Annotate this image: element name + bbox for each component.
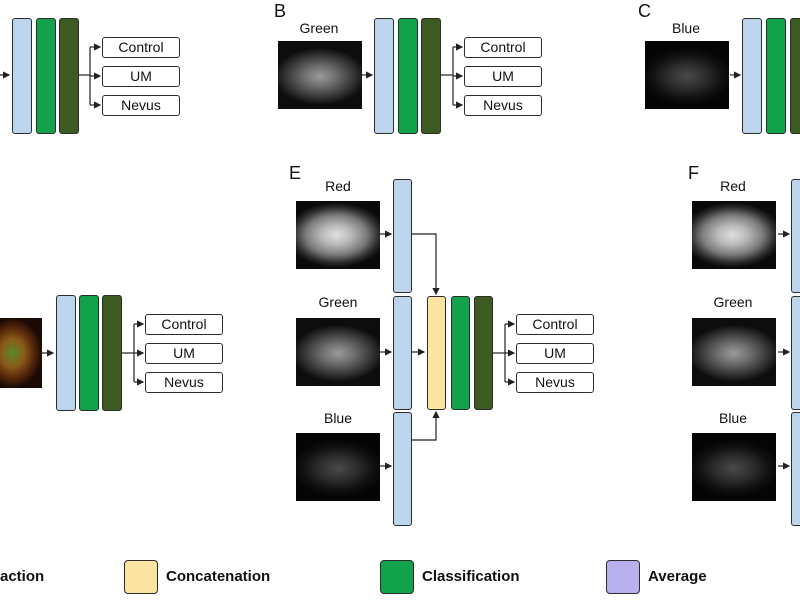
- panel-f-channel-label-blue: Blue: [718, 410, 748, 426]
- panel-b-fundus-image-green: [278, 41, 362, 109]
- panel-f-channel-label-red: Red: [720, 178, 746, 194]
- panel-a-output-control: Control: [102, 37, 180, 58]
- panel-d-feature-extractor: [56, 295, 76, 411]
- panel-e-channel-label-blue: Blue: [323, 410, 353, 426]
- panel-a-classifier-2: [59, 18, 79, 134]
- panel-e-concatenation: [427, 296, 446, 410]
- panel-e-feature-extractor-blue: [393, 412, 412, 526]
- panel-b-output-um: UM: [464, 66, 542, 87]
- panel-f-fundus-image-green: [692, 318, 776, 386]
- panel-f-fundus-image-red: [692, 201, 776, 269]
- panel-d-classifier-1: [79, 295, 99, 411]
- legend-swatch-classification: [380, 560, 414, 594]
- panel-d-fundus-image-rgb: [0, 318, 42, 388]
- panel-a-feature-extractor: [12, 18, 32, 134]
- panel-a-output-nevus: Nevus: [102, 95, 180, 116]
- panel-b-feature-extractor: [374, 18, 394, 134]
- panel-e-feature-extractor-green: [393, 296, 412, 410]
- panel-label-b: B: [274, 1, 287, 21]
- panel-e-fundus-image-green: [296, 318, 380, 386]
- panel-e-channel-label-red: Red: [325, 178, 351, 194]
- panel-b-output-control: Control: [464, 37, 542, 58]
- panel-e-classifier-1: [451, 296, 470, 410]
- panel-c-feature-extractor: [742, 18, 762, 134]
- legend-swatch-average: [606, 560, 640, 594]
- panel-d-output-nevus: Nevus: [145, 372, 223, 393]
- panel-c-classifier-1: [766, 18, 786, 134]
- panel-e-output-um: UM: [516, 343, 594, 364]
- panel-f-channel-label-green: Green: [713, 294, 753, 310]
- panel-f-feature-extractor-red: [791, 179, 800, 293]
- panel-c-fundus-image-blue: [645, 41, 729, 109]
- panel-b-classifier-2: [421, 18, 441, 134]
- panel-e-output-control: Control: [516, 314, 594, 335]
- panel-label-e: E: [289, 163, 302, 183]
- panel-f-feature-extractor-blue: [791, 412, 800, 526]
- legend-label-concatenation: Concatenation: [166, 568, 271, 585]
- legend-label-classification: Classification: [422, 568, 520, 585]
- panel-b-output-nevus: Nevus: [464, 95, 542, 116]
- panel-a-classifier-1: [36, 18, 56, 134]
- panel-a-output-um: UM: [102, 66, 180, 87]
- panel-e-output-nevus: Nevus: [516, 372, 594, 393]
- panel-b-channel-label: Green: [299, 20, 339, 36]
- panel-e-channel-label-green: Green: [318, 294, 358, 310]
- panel-e-fundus-image-blue: [296, 433, 380, 501]
- panel-d-classifier-2: [102, 295, 122, 411]
- panel-label-c: C: [638, 1, 651, 21]
- panel-c-classifier-2: [790, 18, 800, 134]
- legend-label-average: Average: [648, 568, 707, 585]
- panel-d-output-control: Control: [145, 314, 223, 335]
- legend-label-extraction: action: [0, 568, 45, 585]
- panel-e-feature-extractor-red: [393, 179, 412, 293]
- legend-swatch-concatenation: [124, 560, 158, 594]
- panel-e-fundus-image-red: [296, 201, 380, 269]
- panel-e-classifier-2: [474, 296, 493, 410]
- panel-c-channel-label: Blue: [671, 20, 701, 36]
- panel-d-output-um: UM: [145, 343, 223, 364]
- panel-f-fundus-image-blue: [692, 433, 776, 501]
- panel-f-feature-extractor-green: [791, 296, 800, 410]
- panel-label-f: F: [688, 163, 699, 183]
- panel-b-classifier-1: [398, 18, 418, 134]
